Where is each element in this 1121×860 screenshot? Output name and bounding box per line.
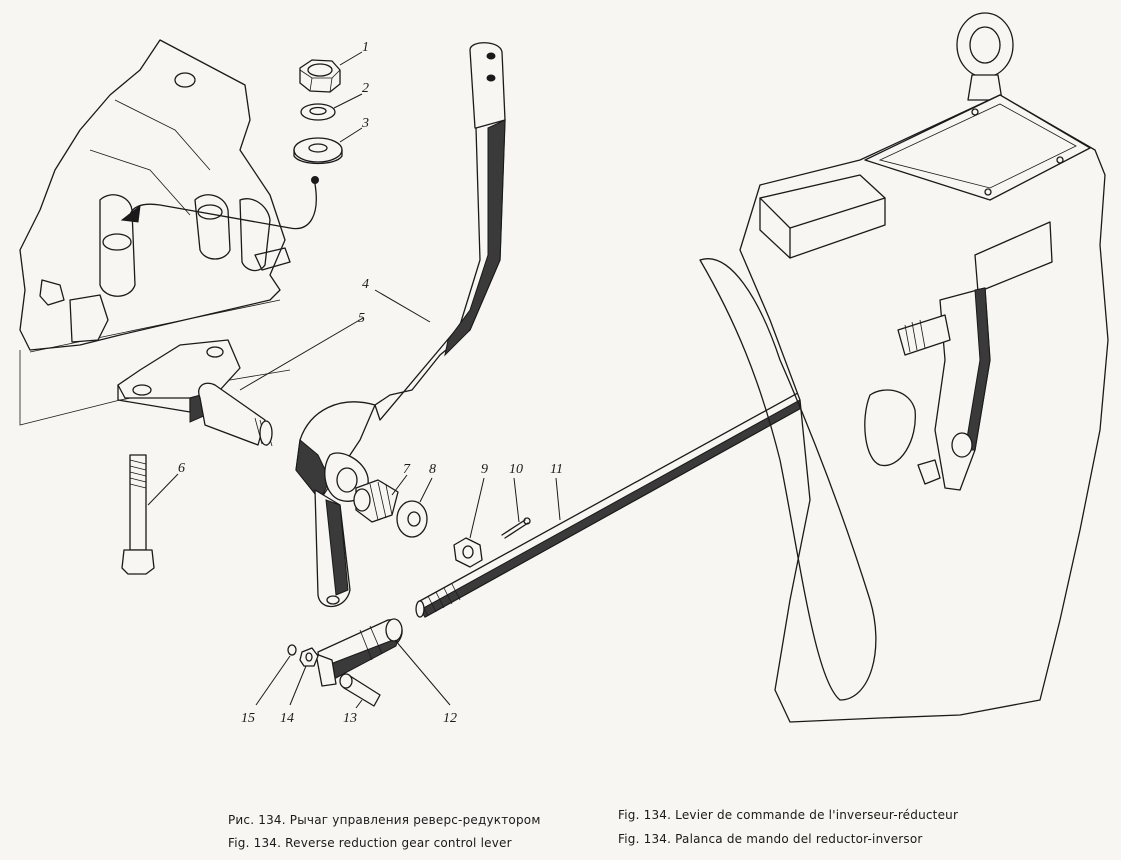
part-15-split-ring [255, 644, 297, 706]
label-7: 7 [403, 462, 411, 477]
label-8: 8 [429, 462, 436, 477]
part-14-small-nut [289, 647, 319, 706]
label-6: 6 [178, 461, 185, 476]
label-13: 13 [343, 711, 357, 726]
part-8-washer [396, 477, 433, 538]
part-1-nut [299, 51, 363, 93]
label-14: 14 [280, 711, 294, 726]
caption-spanish: Fig. 134. Palanca de mando del reductor-… [618, 832, 923, 846]
label-12: 12 [443, 711, 457, 726]
part-7-sleeve [353, 474, 408, 523]
part-12-clevis [315, 618, 451, 706]
housing-casting [19, 39, 291, 426]
label-3: 3 [361, 116, 369, 131]
label-2: 2 [362, 81, 369, 96]
reverse-reduction-gearbox [699, 12, 1109, 723]
part-2-spring-washer [300, 93, 363, 121]
caption-french: Fig. 134. Levier de commande de l'invers… [618, 808, 959, 822]
label-15: 15 [241, 711, 255, 726]
label-9: 9 [481, 462, 488, 477]
part-6-bolt [121, 454, 179, 575]
label-10: 10 [509, 462, 523, 477]
part-13-clevis-pin [339, 673, 381, 709]
caption-english: Fig. 134. Reverse reduction gear control… [228, 836, 512, 850]
part-labels: 1 2 3 4 5 6 7 8 9 10 11 12 13 14 15 [178, 40, 563, 726]
part-3-washer [293, 127, 363, 165]
label-4: 4 [362, 277, 369, 292]
part-5-bracket [117, 317, 364, 447]
exploded-view-drawing: 1 2 3 4 5 6 7 8 9 10 11 12 13 14 15 [19, 12, 1109, 726]
caption-russian: Рис. 134. Рычаг управления реверс-редукт… [228, 813, 541, 827]
label-11: 11 [550, 462, 563, 477]
assembly-arrow [120, 176, 319, 230]
part-4-control-lever [295, 42, 506, 608]
part-9-castle-nut [453, 477, 485, 568]
label-5: 5 [358, 311, 365, 326]
part-10-cotter-pin [501, 477, 531, 539]
label-1: 1 [362, 40, 369, 55]
